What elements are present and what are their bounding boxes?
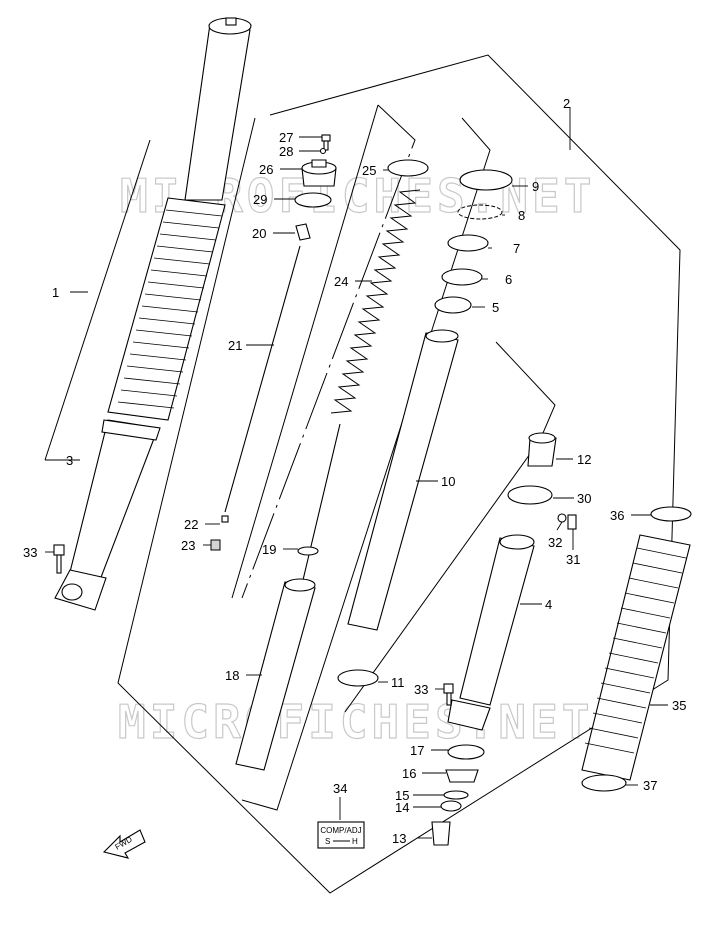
bolt-33-right[interactable] [443, 683, 454, 706]
callout-37: 37 [643, 778, 657, 793]
collar-top-12[interactable] [528, 432, 556, 444]
spring-24[interactable] [330, 189, 421, 414]
callout-29: 29 [253, 192, 267, 207]
washer-32[interactable] [557, 513, 567, 523]
callout-33-left: 33 [23, 545, 37, 560]
bushing-5[interactable] [434, 296, 472, 314]
fork-boot-35[interactable] [581, 534, 691, 781]
tag-line3: H [352, 837, 358, 846]
ring-7[interactable] [447, 234, 489, 252]
tube-top-10[interactable] [425, 329, 459, 343]
callout-17: 17 [410, 743, 424, 758]
clip-37[interactable] [581, 774, 627, 792]
fork-cap-26[interactable] [301, 159, 337, 187]
callout-2: 2 [563, 96, 570, 111]
callout-18: 18 [225, 668, 239, 683]
spring-23[interactable] [210, 539, 221, 551]
callout-19: 19 [262, 542, 276, 557]
callout-36: 36 [610, 508, 624, 523]
callout-25: 25 [362, 163, 376, 178]
callout-26: 26 [259, 162, 273, 177]
fork-assembly-left[interactable] [54, 17, 252, 611]
callout-21: 21 [228, 338, 242, 353]
callout-20: 20 [252, 226, 266, 241]
callout-16: 16 [402, 766, 416, 781]
seal-9[interactable] [459, 169, 513, 191]
callout-5: 5 [492, 300, 499, 315]
adjuster-13[interactable] [431, 821, 451, 846]
callout-33-right: 33 [414, 682, 428, 697]
o-ring-15[interactable] [443, 790, 469, 800]
o-ring-29[interactable] [294, 192, 332, 208]
callout-28: 28 [279, 144, 293, 159]
adjuster-tag-34: COMP/ADJ S H [317, 821, 365, 849]
callout-9: 9 [532, 179, 539, 194]
axle-clamp-4[interactable] [447, 699, 491, 731]
adjuster-16[interactable] [445, 769, 479, 783]
bushing-11[interactable] [337, 669, 379, 687]
callout-32: 32 [548, 535, 562, 550]
washer-6[interactable] [441, 268, 483, 286]
o-ring-17[interactable] [447, 744, 485, 760]
callout-34: 34 [333, 781, 347, 796]
washer-28[interactable] [319, 147, 327, 155]
tube-top-18[interactable] [284, 578, 316, 592]
callout-11: 11 [391, 675, 405, 690]
washer-14[interactable] [440, 800, 462, 812]
part-22[interactable] [221, 515, 229, 523]
leg-top-4[interactable] [499, 534, 535, 550]
nut-20[interactable] [295, 223, 311, 241]
rod-18-top[interactable] [302, 423, 341, 581]
callout-7: 7 [513, 241, 520, 256]
damper-rod-21[interactable] [224, 245, 301, 513]
callout-30: 30 [577, 491, 591, 506]
leader-lines [45, 107, 668, 839]
callout-23: 23 [181, 538, 195, 553]
callout-27: 27 [279, 130, 293, 145]
callout-24: 24 [334, 274, 348, 289]
clip-8[interactable] [457, 204, 503, 220]
callout-8: 8 [518, 208, 525, 223]
callout-13: 13 [392, 831, 406, 846]
callout-1: 1 [52, 285, 59, 300]
clip-36[interactable] [650, 506, 692, 522]
callout-22: 22 [184, 517, 198, 532]
callout-31: 31 [566, 552, 580, 567]
callout-6: 6 [505, 272, 512, 287]
cap-bolt-27[interactable] [321, 134, 331, 151]
bolt-33-left[interactable] [53, 544, 65, 574]
callout-14: 14 [395, 800, 409, 815]
boot-ribs-35 [584, 547, 687, 754]
fwd-arrow: FWD [102, 829, 146, 859]
callout-12: 12 [577, 452, 591, 467]
lower-leg-4[interactable] [459, 537, 535, 706]
part-19[interactable] [297, 546, 319, 556]
callout-10: 10 [441, 474, 455, 489]
callout-labels: 1 2 3 4 5 6 7 8 9 10 11 12 13 14 15 16 1… [23, 96, 686, 846]
collar-25[interactable] [387, 159, 429, 177]
assembly-frames [44, 54, 681, 894]
tag-line1: COMP/ADJ [320, 826, 361, 835]
bolt-31[interactable] [567, 514, 577, 530]
callout-3: 3 [66, 453, 73, 468]
clamp-30[interactable] [507, 485, 553, 505]
watermark-bottom: MICROFICHES.NET [118, 695, 593, 749]
tag-line2: S [325, 837, 330, 846]
callout-35: 35 [672, 698, 686, 713]
callout-15: 15 [395, 788, 409, 803]
callout-4: 4 [545, 597, 552, 612]
